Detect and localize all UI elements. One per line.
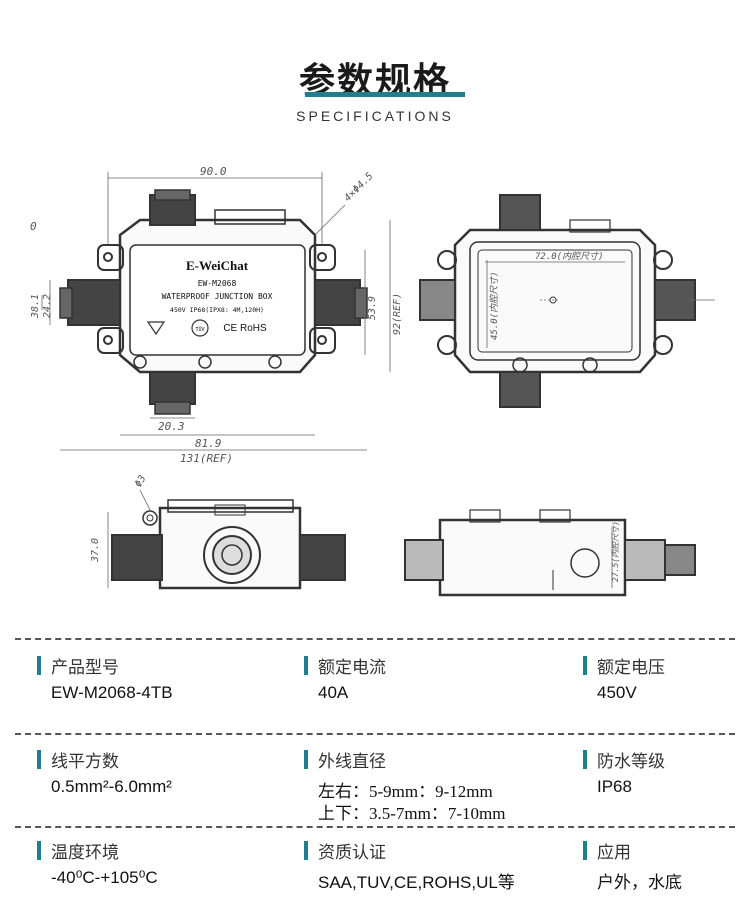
- page-subtitle: SPECIFICATIONS: [296, 108, 454, 124]
- spec-value: EW-M2068-4TB: [51, 683, 173, 702]
- spec-label: 应用: [597, 843, 631, 863]
- spec-value: IP68: [597, 777, 632, 796]
- dim-phi3-label: Φ3: [133, 474, 149, 490]
- spec-label: 额定电流: [318, 658, 386, 678]
- tuv-text: TÜV: [195, 326, 204, 333]
- spec-label: 防水等级: [597, 752, 665, 772]
- spec-value: 左右：5-9mm：9-12mm: [318, 782, 493, 801]
- rating-label: 450V IP68(IPX8: 4M,120H): [170, 306, 264, 314]
- separator-2: [15, 733, 735, 735]
- title-underline: [305, 92, 465, 97]
- dim-81-label: 81.9: [195, 437, 222, 450]
- dim-131-label: 131(REF): [180, 452, 233, 465]
- spec-label: 额定电压: [597, 658, 665, 678]
- dim-20-label: 20.3: [158, 420, 185, 433]
- spec-value: 0.5mm²-6.0mm²: [51, 777, 172, 796]
- model-label: EW-M2068: [198, 279, 237, 288]
- dim-holes-label: 4×Φ4.5: [342, 171, 375, 204]
- spec-value-secondary: 上下：3.5-7mm：7-10mm: [318, 804, 506, 823]
- top-view-open: 72.0(内腔尺寸) 45.0(内腔尺寸): [419, 194, 715, 408]
- separator-3: [15, 826, 735, 828]
- side-view-right: 27.5(内腔尺寸): [404, 509, 696, 597]
- dim-92-label: 92(REF): [392, 293, 403, 335]
- technical-drawing: E-WeiChat EW-M2068 WATERPROOF JUNCTION B…: [30, 165, 715, 597]
- spec-label: 温度环境: [51, 843, 119, 863]
- spec-value: SAA,TUV,CE,ROHS,UL等: [318, 873, 515, 892]
- separator-1: [15, 638, 735, 640]
- dim-38-label: 38.1: [30, 294, 41, 319]
- spec-value: 40A: [318, 683, 349, 702]
- dim-27-label: 27.5(内腔尺寸): [611, 521, 620, 582]
- front-view: E-WeiChat EW-M2068 WATERPROOF JUNCTION B…: [30, 165, 403, 465]
- certification-triangle-icon: [146, 321, 166, 336]
- dim-90-label: 90.0: [200, 165, 227, 178]
- dim-72-label: 72.0(内腔尺寸): [535, 251, 604, 262]
- spec-value: -40⁰C-+105⁰C: [51, 868, 158, 887]
- spec-value: 户外，水底: [597, 873, 682, 892]
- side-view-left: Φ3 37.0: [90, 474, 346, 590]
- dim-0-label: 0: [30, 220, 37, 233]
- tuv-logo-icon: [191, 319, 209, 337]
- ce-rohs-label: CE RoHS: [223, 323, 267, 334]
- spec-label: 外线直径: [318, 752, 386, 772]
- spec-label: 线平方数: [51, 752, 119, 772]
- dim-37-label: 37.0: [90, 538, 101, 563]
- spec-label: 资质认证: [318, 843, 386, 863]
- spec-label: 产品型号: [51, 658, 119, 678]
- dim-45-label: 45.0(内腔尺寸): [489, 271, 500, 340]
- product-name-label: WATERPROOF JUNCTION BOX: [162, 292, 273, 301]
- spec-value: 450V: [597, 683, 637, 702]
- brand-label: E-WeiChat: [186, 258, 249, 273]
- dim-24-label: 24.2: [42, 294, 53, 318]
- dim-53-label: 53.9: [367, 296, 378, 320]
